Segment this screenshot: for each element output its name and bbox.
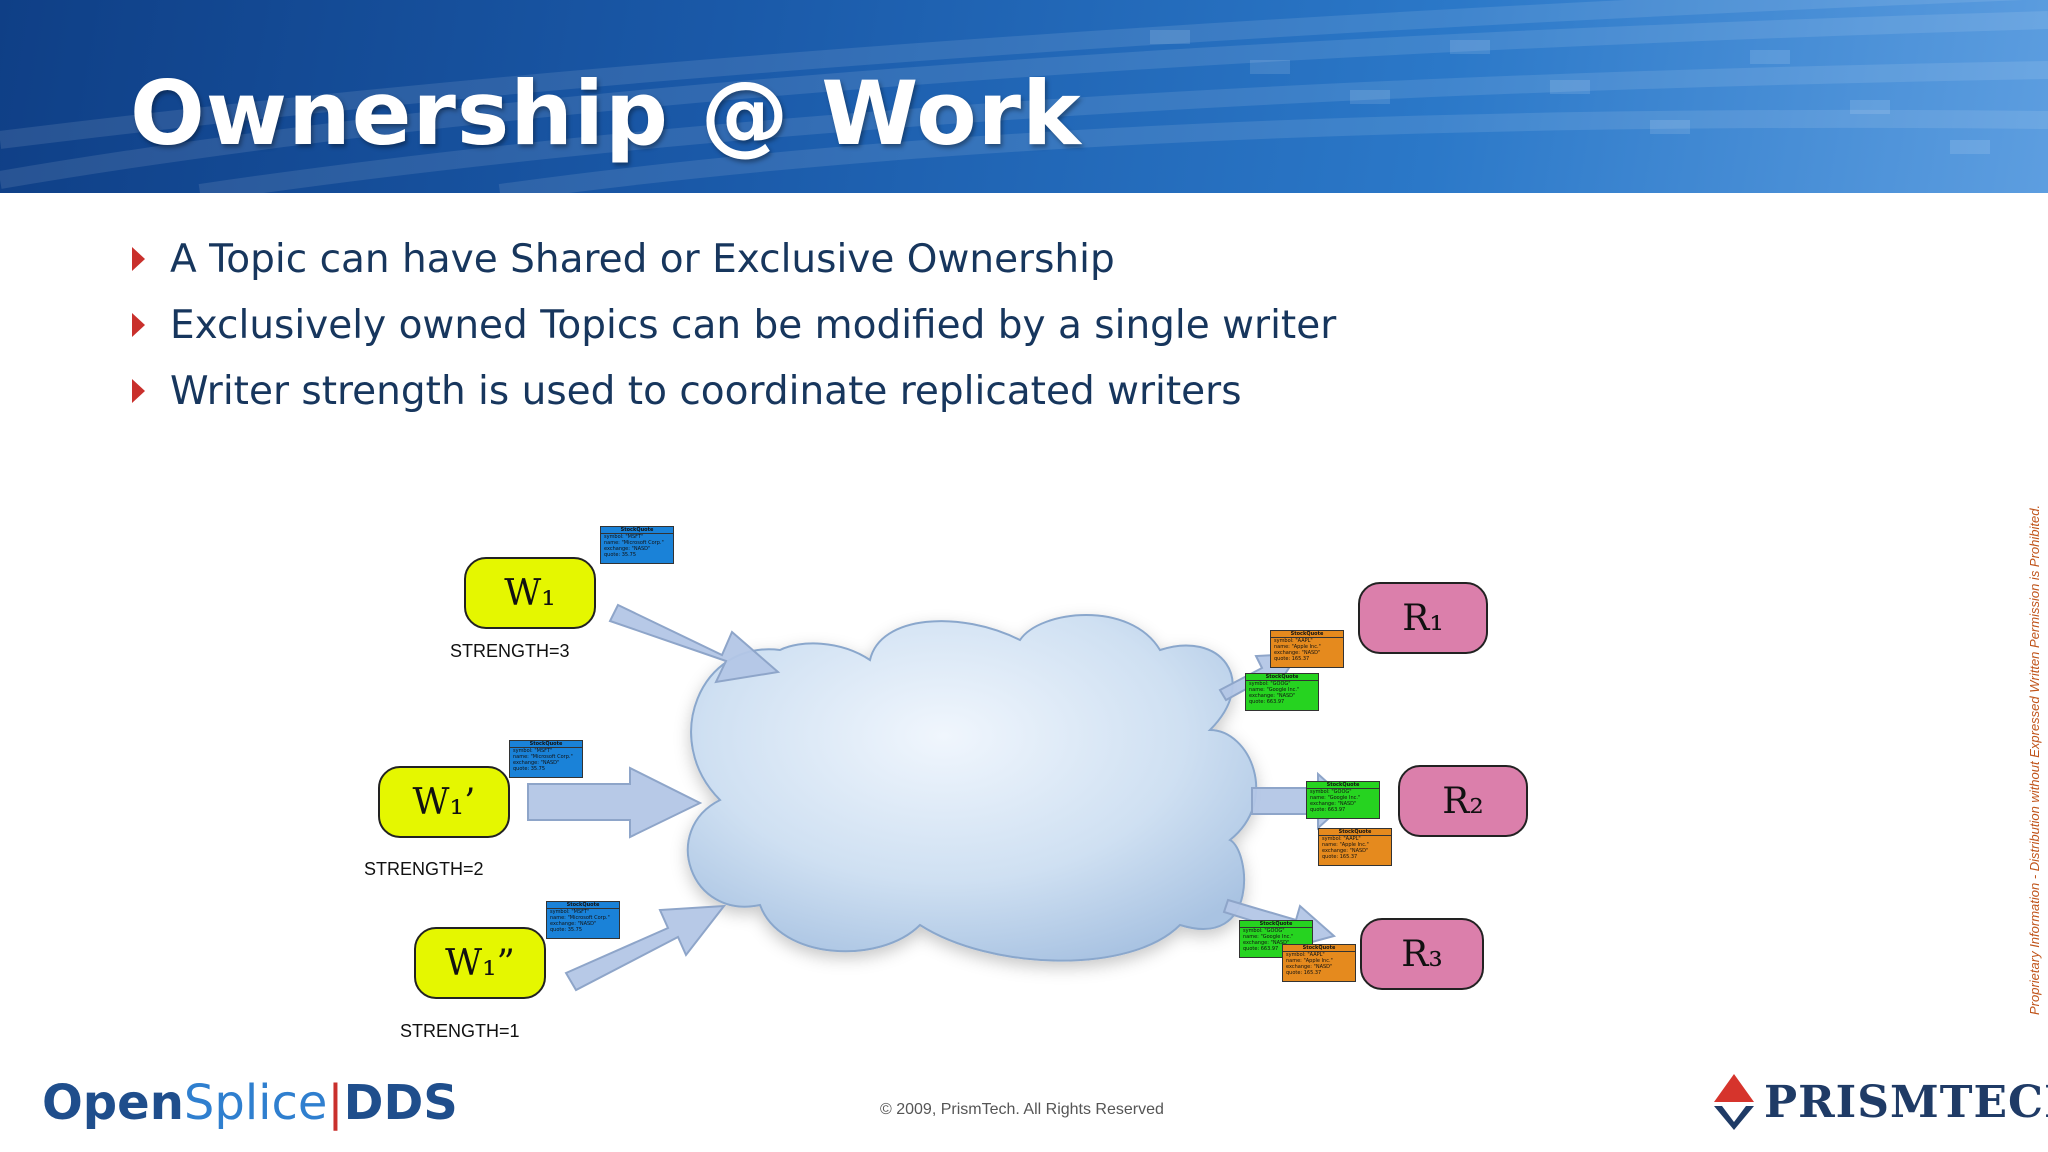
prismtech-mark-icon bbox=[1714, 1074, 1754, 1130]
stockquote-sample: StockQuote symbol: "GOOG" name: "Google … bbox=[1245, 673, 1319, 711]
global-data-space-cloud bbox=[686, 614, 1258, 962]
stockquote-sample: StockQuote symbol: "AAPL" name: "Apple I… bbox=[1270, 630, 1344, 668]
arrow-w1-to-cloud bbox=[608, 603, 781, 684]
arrow-w1dbl-to-cloud bbox=[564, 904, 727, 992]
bullet-item: A Topic can have Shared or Exclusive Own… bbox=[132, 226, 1532, 292]
stockquote-sample: StockQuote symbol: "AAPL" name: "Apple I… bbox=[1318, 828, 1392, 866]
writer-w1dbl-strength: STRENGTH=1 bbox=[400, 1021, 520, 1041]
stockquote-sample: StockQuote symbol: "MSFT" name: "Microso… bbox=[546, 901, 620, 939]
slide-title: Ownership @ Work bbox=[130, 62, 1082, 165]
arrow-w1prime-to-cloud bbox=[527, 766, 703, 839]
bullet-text: A Topic can have Shared or Exclusive Own… bbox=[170, 236, 1115, 282]
reader-r2-node: R₂ bbox=[1398, 765, 1528, 837]
bullet-text: Exclusively owned Topics can be modified… bbox=[170, 302, 1337, 348]
bullet-text: Writer strength is used to coordinate re… bbox=[170, 368, 1242, 414]
writer-w1prime-strength: STRENGTH=2 bbox=[364, 859, 484, 879]
bullet-marker-icon bbox=[132, 379, 145, 403]
stockquote-sample: StockQuote symbol: "AAPL" name: "Apple I… bbox=[1282, 944, 1356, 982]
bullet-list: A Topic can have Shared or Exclusive Own… bbox=[132, 226, 1532, 424]
header-decoration bbox=[0, 0, 2048, 193]
reader-r1-node: R₁ bbox=[1358, 582, 1488, 654]
bullet-item: Exclusively owned Topics can be modified… bbox=[132, 292, 1532, 358]
bullet-marker-icon bbox=[132, 313, 145, 337]
stockquote-sample: StockQuote symbol: "GOOG" name: "Google … bbox=[1306, 781, 1380, 819]
stockquote-sample: StockQuote symbol: "MSFT" name: "Microso… bbox=[509, 740, 583, 778]
reader-r3-node: R₃ bbox=[1360, 918, 1484, 990]
writer-w1prime-node: W₁’ bbox=[378, 766, 510, 838]
proprietary-notice: Proprietary Information - Distribution w… bbox=[2027, 504, 2042, 1015]
bullet-marker-icon bbox=[132, 247, 145, 271]
prismtech-logo: PRISMTECH bbox=[1712, 1072, 2048, 1132]
stockquote-sample: StockQuote symbol: "MSFT" name: "Microso… bbox=[600, 526, 674, 564]
writer-w1dbl-node: W₁” bbox=[414, 927, 546, 999]
writer-w1-node: W₁ bbox=[464, 557, 596, 629]
opensplice-dds-logo: OpenSplice|DDS bbox=[42, 1075, 458, 1131]
writer-w1-strength: STRENGTH=3 bbox=[450, 641, 570, 661]
copyright-notice: © 2009, PrismTech. All Rights Reserved bbox=[880, 1101, 1164, 1118]
bullet-item: Writer strength is used to coordinate re… bbox=[132, 358, 1532, 424]
header-banner: Ownership @ Work bbox=[0, 0, 2048, 193]
